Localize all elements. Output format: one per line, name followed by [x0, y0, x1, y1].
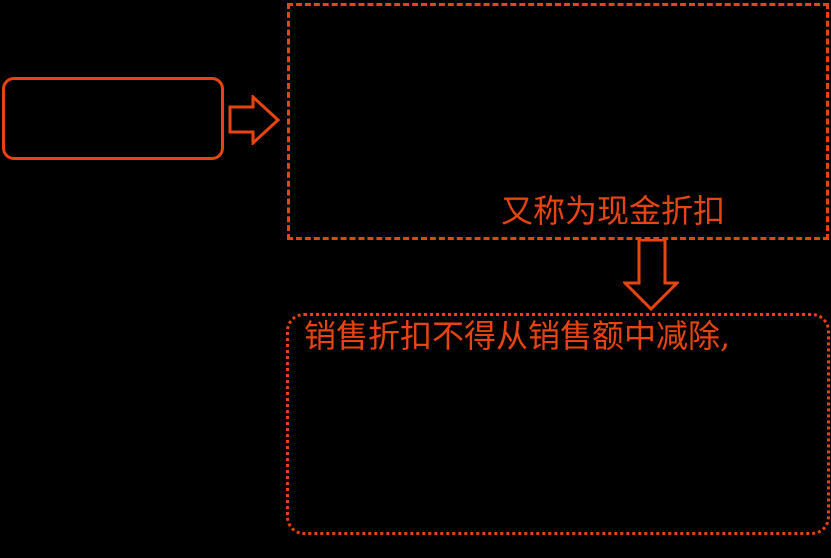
left-rounded-box	[2, 77, 224, 160]
block-arrow-down-icon	[623, 239, 679, 311]
block-arrow-right-icon	[228, 95, 280, 145]
conclusion-text: 销售折扣不得从销售额中减除,	[304, 317, 731, 355]
definition-dashed-box	[287, 3, 829, 240]
conclusion-dotted-box	[286, 313, 830, 535]
cash-discount-caption: 又称为现金折扣	[501, 192, 726, 230]
